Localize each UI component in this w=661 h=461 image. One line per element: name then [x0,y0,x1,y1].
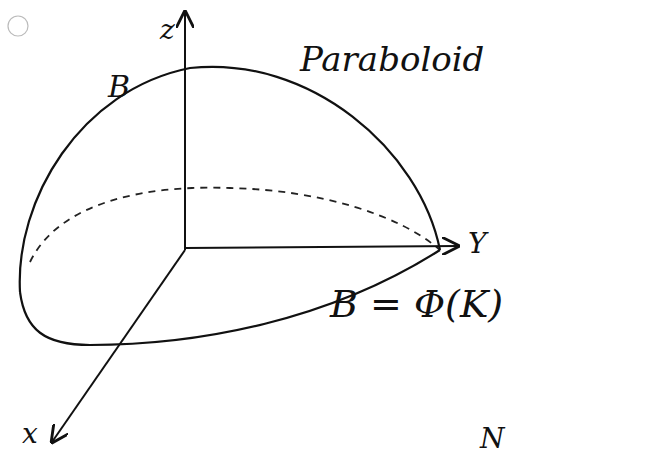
region-label: B [108,72,130,102]
formula: B = Φ(K) [330,285,503,323]
shape-name: Paraboloid [300,42,484,76]
punch-hole [8,16,28,36]
back-rim [30,188,440,262]
y-axis [185,246,458,248]
axis-label: Y [468,230,486,258]
note-text: N [480,425,505,453]
z-axis [184,12,186,250]
axis-label: z [160,16,175,44]
dome-outline [20,67,440,292]
axis-label: x [22,420,38,448]
x-axis [52,250,185,442]
